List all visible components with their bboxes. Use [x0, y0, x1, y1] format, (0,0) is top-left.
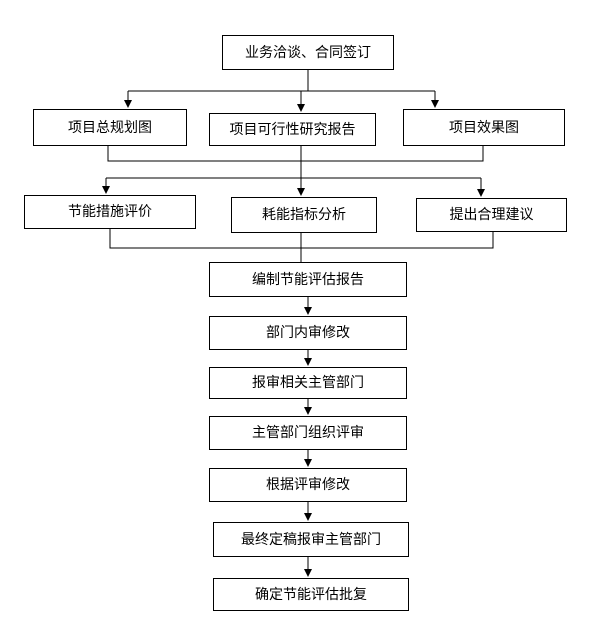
step-final-submit-label: 最终定稿报审主管部门: [241, 531, 381, 548]
step-compile-report-label: 编制节能评估报告: [252, 271, 364, 288]
step-revise: 根据评审修改: [209, 468, 407, 502]
step-dept-review-label: 主管部门组织评审: [252, 425, 364, 441]
step-energy-analysis: 耗能指标分析: [231, 197, 377, 233]
step-feasibility-label: 项目可行性研究报告: [229, 121, 356, 138]
step-suggestions-label: 提出合理建议: [449, 207, 534, 223]
step-approval: 确定节能评估批复: [213, 578, 409, 611]
step-rendering-label: 项目效果图: [449, 119, 519, 136]
step-suggestions: 提出合理建议: [416, 198, 567, 232]
step-contract-label: 业务洽谈、合同签订: [245, 44, 371, 61]
step-master-plan-label: 项目总规划图: [68, 119, 152, 136]
connector-merge-1: [107, 146, 484, 162]
step-final-submit: 最终定稿报审主管部门: [213, 522, 409, 557]
step-measures-eval: 节能措施评价: [24, 195, 196, 229]
step-measures-eval-label: 节能措施评价: [68, 204, 152, 220]
step-feasibility: 项目可行性研究报告: [209, 113, 376, 146]
step-rendering: 项目效果图: [403, 109, 565, 146]
step-submit-dept-label: 报审相关主管部门: [252, 375, 364, 391]
step-energy-analysis-label: 耗能指标分析: [262, 207, 346, 223]
step-approval-label: 确定节能评估批复: [255, 586, 367, 603]
step-internal-review-label: 部门内审修改: [266, 325, 350, 341]
step-revise-label: 根据评审修改: [266, 477, 350, 493]
step-contract: 业务洽谈、合同签订: [222, 35, 394, 70]
step-master-plan: 项目总规划图: [33, 109, 187, 146]
step-internal-review: 部门内审修改: [209, 316, 407, 350]
step-dept-review: 主管部门组织评审: [209, 416, 407, 450]
step-submit-dept: 报审相关主管部门: [209, 367, 407, 399]
step-compile-report: 编制节能评估报告: [209, 262, 407, 297]
